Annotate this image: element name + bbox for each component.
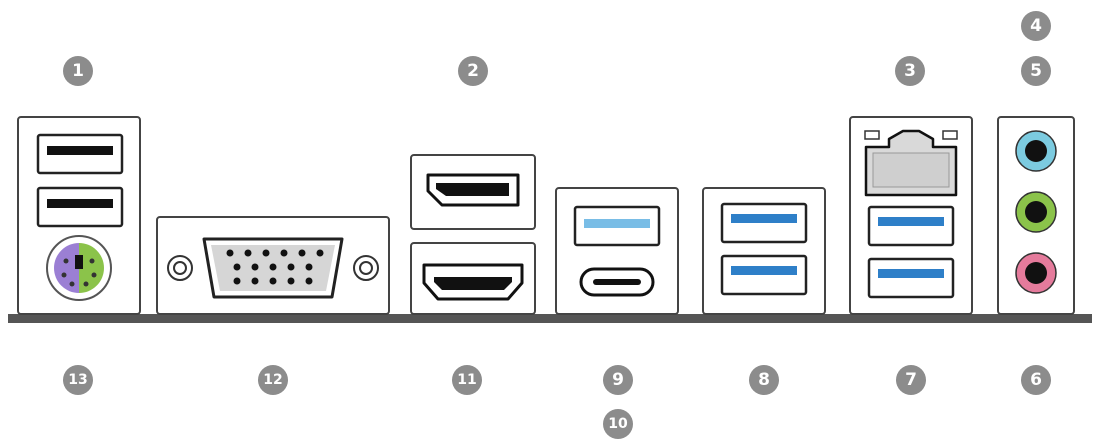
- callout-6-label: 6: [1030, 370, 1042, 390]
- callout-11-label: 11: [457, 372, 476, 388]
- led-indicator-left: [864, 130, 880, 140]
- callout-8: 8: [749, 365, 779, 395]
- usb3-port-bottom: [720, 254, 808, 296]
- callout-1: 1: [63, 56, 93, 86]
- ps2-combo-port: [46, 235, 112, 301]
- usb32-typec-group: [555, 187, 679, 315]
- led-indicator-right: [942, 130, 958, 140]
- video-out-group: [410, 154, 536, 315]
- callout-7-label: 7: [905, 370, 917, 390]
- callout-2-label: 2: [467, 61, 479, 81]
- callout-8-label: 8: [758, 370, 770, 390]
- usb32-port: [573, 205, 661, 247]
- hdmi-port: [410, 242, 536, 315]
- mic-in-jack: [1015, 252, 1057, 294]
- callout-10: 10: [603, 409, 633, 439]
- usb-ps2-group: [17, 116, 141, 315]
- rj45-lan-port: [864, 129, 958, 197]
- callout-5: 5: [1021, 56, 1051, 86]
- io-shield-baseline: [8, 314, 1092, 323]
- line-in-jack: [1015, 130, 1057, 172]
- line-out-jack: [1015, 191, 1057, 233]
- usb-c-port: [579, 267, 655, 297]
- usb3-port-under-lan-top: [867, 205, 955, 247]
- callout-9: 9: [603, 365, 633, 395]
- callout-12-label: 12: [263, 372, 282, 388]
- usb2-port-top: [36, 133, 124, 175]
- callout-13: 13: [63, 365, 93, 395]
- callout-2: 2: [458, 56, 488, 86]
- callout-5-label: 5: [1030, 61, 1042, 81]
- callout-10-label: 10: [608, 416, 628, 432]
- callout-1-label: 1: [72, 61, 84, 81]
- callout-4-label: 4: [1030, 16, 1042, 36]
- callout-13-label: 13: [68, 372, 87, 388]
- callout-6: 6: [1021, 365, 1051, 395]
- usb3-port-under-lan-bottom: [867, 257, 955, 299]
- callout-11: 11: [452, 365, 482, 395]
- usb2-port-bottom: [36, 186, 124, 228]
- vga-screw-left: [167, 255, 193, 281]
- vga-group: [156, 216, 390, 315]
- callout-4: 4: [1021, 11, 1051, 41]
- callout-3-label: 3: [904, 61, 916, 81]
- usb3-port-top: [720, 202, 808, 244]
- usb3-pair-group: [702, 187, 826, 315]
- callout-7: 7: [896, 365, 926, 395]
- lan-usb-group: [849, 116, 973, 315]
- displayport-port: [410, 154, 536, 230]
- callout-12: 12: [258, 365, 288, 395]
- callout-9-label: 9: [612, 370, 624, 390]
- vga-port: [202, 237, 344, 299]
- vga-screw-right: [353, 255, 379, 281]
- audio-group: [997, 116, 1075, 315]
- callout-3: 3: [895, 56, 925, 86]
